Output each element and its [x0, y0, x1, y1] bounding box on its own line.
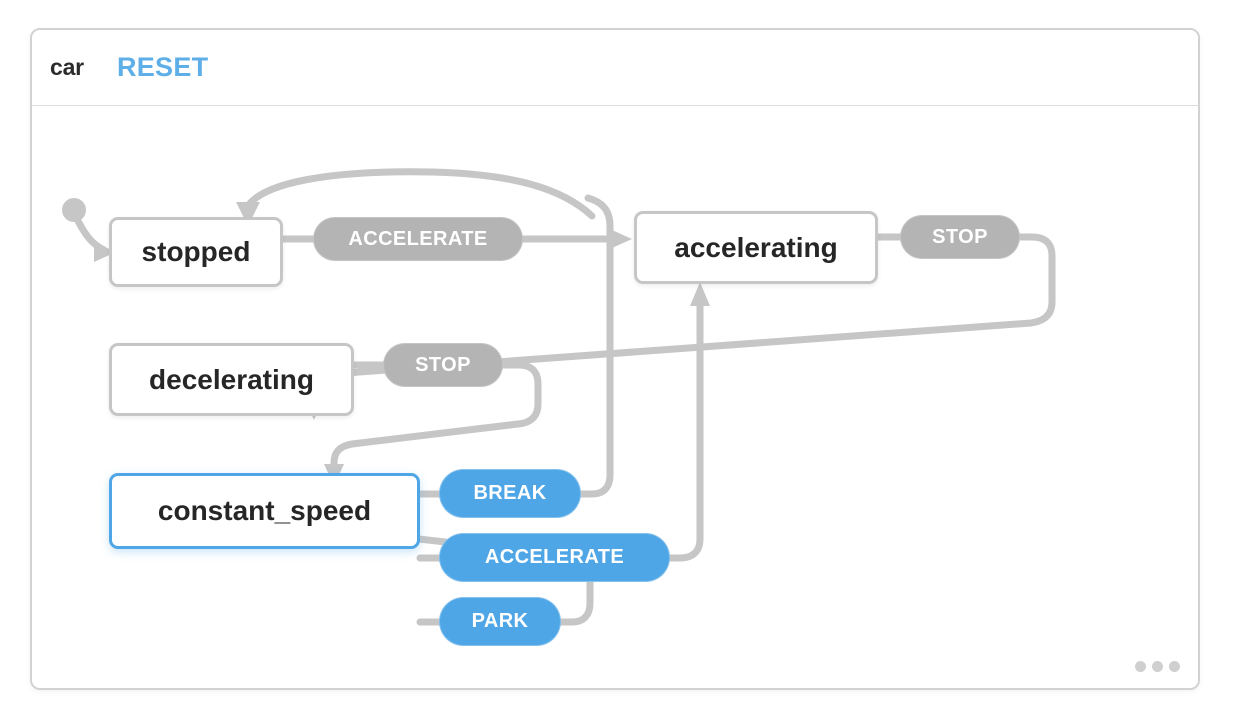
event-pill-park[interactable]: PARK [439, 597, 561, 646]
page-title: car [50, 54, 84, 80]
event-pill-break[interactable]: BREAK [439, 469, 581, 518]
card-header: car RESET [32, 30, 1198, 106]
state-label-accelerating: accelerating [674, 231, 838, 263]
transition-edges [74, 168, 1056, 626]
graph-canvas[interactable]: stopped accelerating decelerating consta… [32, 106, 1198, 688]
event-label: STOP [932, 225, 988, 248]
state-node-constant-speed[interactable]: constant_speed [109, 473, 420, 549]
dot-icon [1135, 661, 1146, 672]
event-label: ACCELERATE [348, 227, 488, 250]
state-node-decelerating[interactable]: decelerating [109, 343, 354, 416]
machine-card: car RESET [30, 28, 1200, 690]
reset-button[interactable]: RESET [116, 52, 209, 82]
event-pill-accelerating-stop[interactable]: STOP [900, 215, 1020, 259]
state-label-decelerating: decelerating [149, 363, 314, 395]
edge-break-to-decelerating [577, 194, 614, 498]
dot-icon [1152, 661, 1163, 672]
state-node-accelerating[interactable]: accelerating [634, 211, 878, 284]
state-node-stopped[interactable]: stopped [109, 217, 283, 287]
event-pill-decelerating-stop[interactable]: STOP [383, 343, 503, 387]
state-label-constant-speed: constant_speed [157, 495, 372, 526]
state-label-stopped: stopped [141, 236, 251, 267]
overflow-menu-icon[interactable] [1135, 661, 1180, 672]
event-pill-stopped-accelerate[interactable]: ACCELERATE [313, 217, 523, 261]
event-pill-accelerate[interactable]: ACCELERATE [439, 533, 670, 582]
event-label: BREAK [473, 482, 547, 504]
event-label: ACCELERATE [484, 546, 625, 568]
dot-icon [1169, 661, 1180, 672]
initial-state-marker [62, 198, 86, 222]
edge-park-to-stopped [242, 168, 596, 220]
event-label: PARK [471, 610, 529, 632]
event-label: STOP [415, 353, 471, 376]
edge-stop-to-constant [330, 361, 542, 476]
edge-accelerate-to-accelerating [666, 298, 704, 562]
